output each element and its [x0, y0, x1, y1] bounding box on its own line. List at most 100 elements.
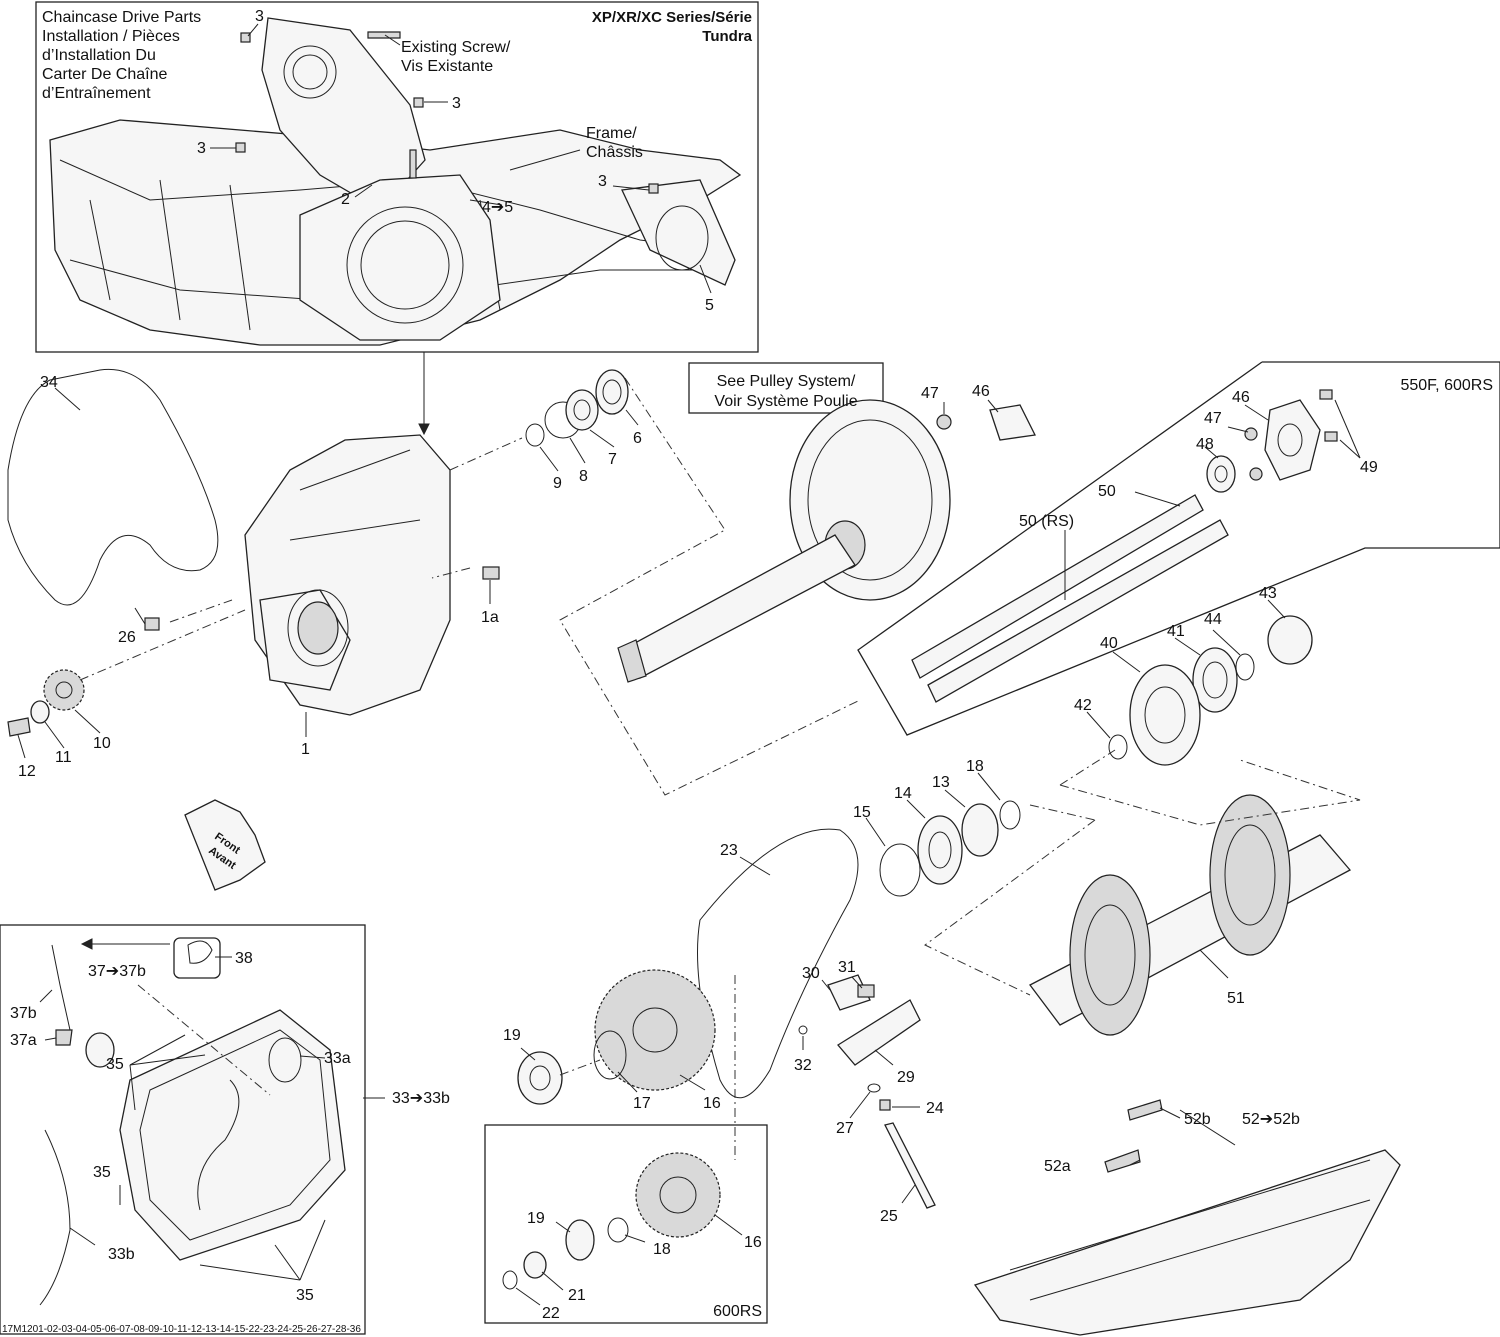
plug-26 — [144, 617, 160, 631]
svg-text:46: 46 — [1232, 389, 1250, 406]
spacer-24 — [879, 1099, 891, 1111]
svg-text:35: 35 — [296, 1287, 314, 1304]
bearing-41 — [1192, 647, 1238, 713]
svg-text:d’Installation Du: d’Installation Du — [42, 47, 156, 64]
svg-text:42: 42 — [1074, 697, 1092, 714]
chaincase-installation-box — [35, 1, 759, 353]
vehicle-frame-drawing — [49, 17, 742, 346]
bolt-49-upper — [1319, 389, 1333, 400]
svg-text:22: 22 — [542, 1305, 560, 1322]
svg-text:XP/XR/XC Series/Série: XP/XR/XC Series/Série — [592, 9, 752, 26]
svg-text:10: 10 — [93, 735, 111, 752]
svg-text:Tundra: Tundra — [702, 28, 752, 45]
frame-note-2: Châssis — [586, 144, 643, 161]
svg-text:30: 30 — [802, 965, 820, 982]
svg-text:15: 15 — [853, 804, 871, 821]
bracket-46 — [989, 404, 1036, 441]
svg-text:18: 18 — [966, 758, 984, 775]
svg-text:48: 48 — [1196, 436, 1214, 453]
svg-text:27: 27 — [836, 1120, 854, 1137]
svg-text:11: 11 — [55, 749, 72, 766]
svg-text:14: 14 — [894, 785, 912, 802]
svg-text:26: 26 — [118, 629, 136, 646]
header-left-title: Chaincase Drive Parts Installation / Piè… — [42, 9, 201, 102]
chain-23 — [697, 828, 859, 1099]
bolt-49-lower — [1324, 431, 1338, 442]
bushing-19-600rs — [565, 1219, 595, 1261]
seal-13 — [961, 803, 999, 857]
chaincase-cover-33 — [119, 1009, 346, 1261]
svg-text:7: 7 — [608, 451, 617, 468]
cam-30 — [827, 974, 871, 1011]
ring-44 — [1235, 653, 1255, 681]
svg-text:5: 5 — [705, 297, 714, 314]
svg-text:9: 9 — [553, 475, 562, 492]
see-pulley-system-box[interactable] — [688, 362, 884, 414]
svg-text:51: 51 — [1227, 990, 1245, 1007]
slider-cleats-52 — [973, 1149, 1401, 1336]
svg-text:41: 41 — [1167, 623, 1185, 640]
svg-text:3: 3 — [255, 8, 264, 25]
nut-47-box-lower — [1249, 467, 1263, 481]
see-pulley-note-1: See Pulley System/ — [717, 373, 856, 390]
ring-22 — [502, 1270, 518, 1290]
model-550f-600rs: 550F, 600RS — [1400, 377, 1493, 394]
bearing-7 — [565, 389, 599, 431]
svg-text:37a: 37a — [10, 1032, 37, 1049]
svg-text:33b: 33b — [108, 1246, 135, 1263]
screw-3-top-right — [413, 97, 424, 108]
svg-text:13: 13 — [932, 774, 950, 791]
bearing-14 — [917, 815, 963, 885]
svg-text:33➔33b: 33➔33b — [392, 1090, 450, 1107]
svg-text:17: 17 — [633, 1095, 651, 1112]
svg-text:19: 19 — [527, 1210, 545, 1227]
model-600rs: 600RS — [713, 1303, 762, 1320]
dipstick-33b — [39, 1129, 71, 1306]
svg-text:25: 25 — [880, 1208, 898, 1225]
svg-text:47: 47 — [921, 385, 939, 402]
ring-9 — [525, 423, 545, 447]
svg-text:52➔52b: 52➔52b — [1242, 1111, 1300, 1128]
shaft-50-rs — [927, 519, 1229, 703]
svg-text:2: 2 — [341, 191, 350, 208]
svg-text:50: 50 — [1098, 483, 1116, 500]
nut-21 — [523, 1251, 547, 1279]
svg-text:18: 18 — [653, 1241, 671, 1258]
sprocket-10 — [43, 669, 85, 711]
chaincase-seal-34 — [7, 368, 219, 606]
svg-text:44: 44 — [1204, 611, 1222, 628]
svg-text:Chaincase Drive Parts: Chaincase Drive Parts — [42, 9, 201, 26]
svg-text:3: 3 — [197, 140, 206, 157]
callout-numbers: 3 3 3 3 2 4➔5 5 34 26 1a 1 10 11 12 9 8 … — [10, 8, 1378, 1322]
washer-11 — [30, 700, 50, 724]
svg-text:3: 3 — [598, 173, 607, 190]
cleat-52a — [1104, 1149, 1141, 1173]
frame-note-1: Frame/ — [586, 125, 637, 142]
ring-32 — [798, 1025, 808, 1035]
600rs-option-box — [484, 1124, 768, 1324]
ring-17 — [593, 1030, 627, 1080]
svg-text:49: 49 — [1360, 459, 1378, 476]
drive-axle-51 — [1029, 794, 1352, 1036]
svg-text:6: 6 — [633, 430, 642, 447]
svg-text:4➔5: 4➔5 — [482, 199, 513, 216]
clip-38 — [187, 940, 213, 964]
nut-47 — [936, 414, 952, 430]
550f-600rs-option-box — [857, 361, 1500, 736]
svg-text:46: 46 — [972, 383, 990, 400]
seal-6 — [595, 369, 629, 415]
svg-text:21: 21 — [568, 1287, 586, 1304]
sleeve-43 — [1267, 615, 1313, 665]
header-right-title: XP/XR/XC Series/Série Tundra — [592, 9, 753, 45]
bolt-1a — [482, 566, 500, 580]
existing-screw-note-1: Existing Screw/ — [401, 39, 511, 56]
lever-29 — [837, 999, 921, 1066]
chaincase-1 — [244, 434, 451, 716]
svg-text:35: 35 — [106, 1056, 124, 1073]
svg-text:31: 31 — [838, 959, 856, 976]
existing-screw — [367, 31, 401, 39]
figure-id: 17M1201-02-03-04-05-06-07-08-09-10-11-12… — [2, 1324, 361, 1335]
screw-3-frame — [648, 183, 659, 194]
circlip-15 — [879, 843, 921, 897]
